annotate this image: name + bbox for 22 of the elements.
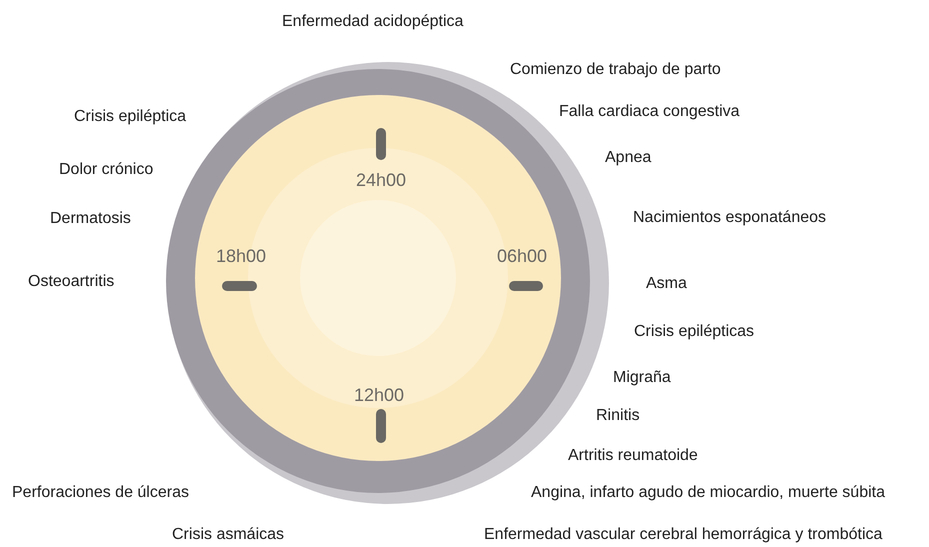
condition-label: Dermatosis [50,209,131,229]
condition-label: Angina, infarto agudo de miocardio, muerte súbita [531,483,885,503]
condition-label: Crisis asmáicas [172,525,284,545]
time-label: 18h00 [216,246,266,266]
condition-label: Artritis reumatoide [568,446,698,466]
condition-label: Enfermedad vascular cerebral hemorrágica y trombótica [484,525,882,545]
condition-label: Dolor crónico [59,160,154,180]
condition-label: Perforaciones de úlceras [12,483,189,503]
condition-label: Migraña [613,368,671,388]
condition-label: Nacimientos esponatáneos [633,208,826,228]
condition-label: Apnea [605,148,652,168]
condition-label: Crisis epiléptica [74,107,186,127]
condition-label: Asma [646,274,687,294]
time-label: 12h00 [354,385,404,405]
time-label: 06h00 [496,246,548,266]
condition-label: Comienzo de trabajo de parto [510,60,721,80]
condition-label: Crisis epilépticas [634,322,754,342]
condition-label: Enfermedad acidopéptica [282,12,464,32]
condition-label: Rinitis [596,406,640,426]
time-label: 24h00 [356,170,406,190]
condition-label: Osteoartritis [28,272,114,292]
condition-label: Falla cardiaca congestiva [559,102,740,122]
